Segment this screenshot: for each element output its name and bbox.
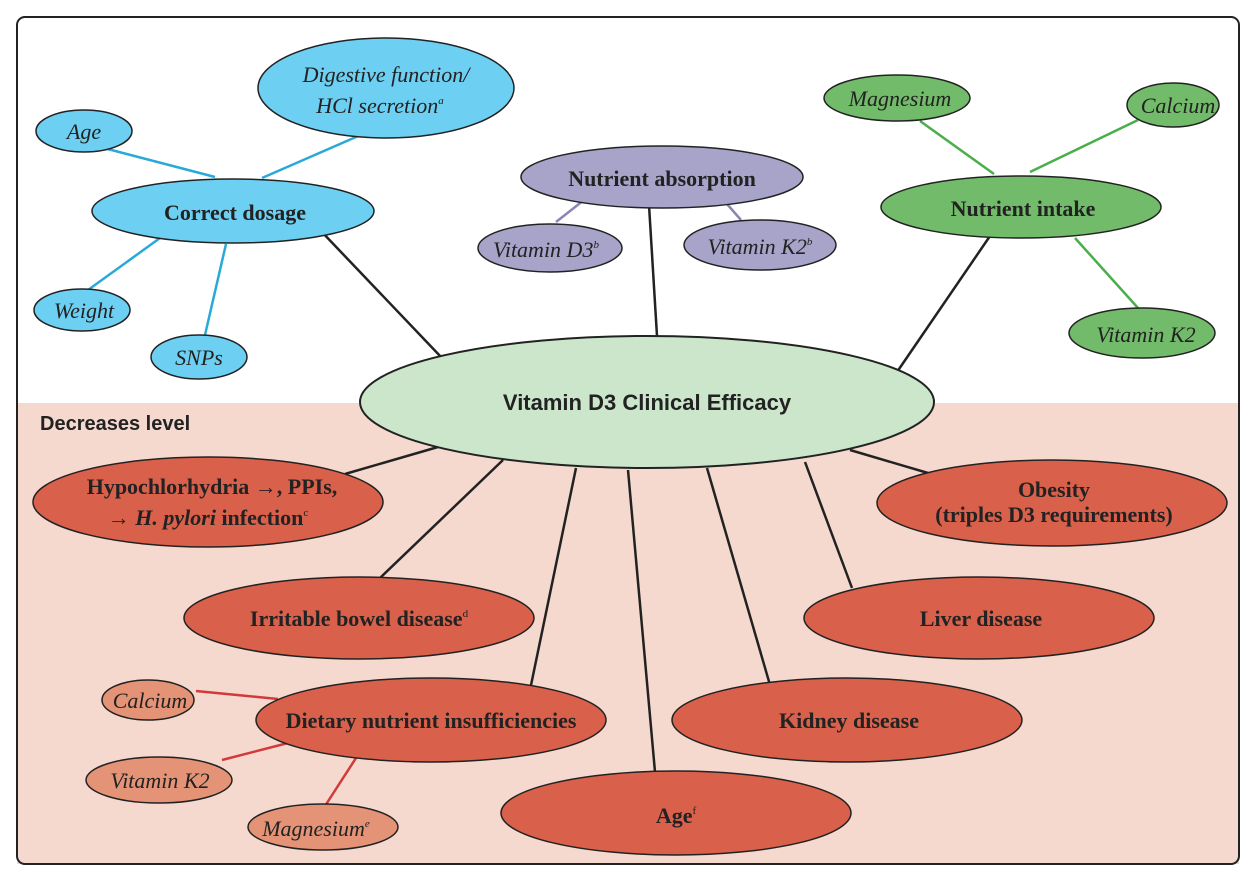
node-dietary-calcium: Calcium bbox=[101, 679, 195, 721]
node-kidney-disease: Kidney disease bbox=[671, 677, 1023, 763]
connector-dietary-k2 bbox=[221, 741, 289, 762]
connector-age-decrease bbox=[626, 469, 657, 773]
weight-label: Weight bbox=[54, 298, 115, 323]
connector-kidney bbox=[705, 467, 772, 686]
connector-liver bbox=[803, 461, 854, 589]
node-intake-vitamin-k2: Vitamin K2 bbox=[1068, 307, 1216, 359]
dietary-magnesium-label: Magnesiume bbox=[261, 816, 370, 841]
node-dietary-magnesium: Magnesiume bbox=[247, 803, 399, 851]
connector-dietary bbox=[528, 467, 578, 691]
hypochlorhydria-line2: → H. pylori infectionc bbox=[108, 505, 309, 530]
connector-dietary-magnesium bbox=[323, 757, 358, 807]
nutrient-intake-label: Nutrient intake bbox=[951, 196, 1096, 221]
node-obesity: Obesity (triples D3 requirements) bbox=[876, 459, 1228, 547]
connector-weight bbox=[87, 236, 161, 292]
node-intake-calcium: Calcium bbox=[1126, 82, 1220, 128]
node-age-decrease: Agef bbox=[500, 770, 852, 856]
node-nutrient-absorption: Nutrient absorption bbox=[520, 145, 804, 209]
node-dietary-vitamin-k2: Vitamin K2 bbox=[85, 756, 233, 804]
digestive-line2: HCl secretiona bbox=[315, 93, 444, 118]
obesity-line2: (triples D3 requirements) bbox=[935, 502, 1172, 527]
dietary-calcium-label: Calcium bbox=[113, 688, 188, 713]
node-weight: Weight bbox=[33, 288, 131, 332]
correct-dosage-label: Correct dosage bbox=[164, 200, 306, 225]
connector-intake-magnesium bbox=[919, 119, 995, 176]
node-snps: SNPs bbox=[150, 334, 248, 380]
connector-digestive bbox=[261, 128, 373, 180]
absorption-vitamin-k2-label: Vitamin K2b bbox=[708, 234, 813, 259]
connector-dietary-calcium bbox=[195, 689, 279, 701]
connector-obesity bbox=[849, 448, 929, 475]
connector-ibd bbox=[379, 459, 504, 579]
ibd-label: Irritable bowel diseased bbox=[250, 606, 469, 631]
dietary-vitamin-k2-label: Vitamin K2 bbox=[110, 768, 209, 793]
connector-absorption-d3 bbox=[555, 199, 585, 223]
connector-hypochlorhydria bbox=[344, 445, 439, 476]
connector-intake-k2 bbox=[1074, 237, 1139, 309]
center-label: Vitamin D3 Clinical Efficacy bbox=[503, 390, 792, 415]
node-hypochlorhydria: Hypochlorhydria →, PPIs, → H. pylori inf… bbox=[32, 456, 384, 548]
intake-magnesium-label: Magnesium bbox=[848, 86, 952, 111]
intake-calcium-label: Calcium bbox=[1141, 93, 1216, 118]
node-correct-dosage: Correct dosage bbox=[91, 178, 375, 244]
node-intake-magnesium: Magnesium bbox=[823, 74, 971, 122]
blue-connectors bbox=[87, 128, 373, 336]
liver-disease-label: Liver disease bbox=[920, 606, 1043, 631]
connector-nutrient-absorption bbox=[647, 204, 659, 337]
connector-intake-calcium bbox=[1029, 118, 1139, 174]
connector-correct-dosage bbox=[319, 229, 443, 359]
green-connectors bbox=[919, 118, 1139, 309]
main-connectors bbox=[319, 204, 992, 773]
node-dietary: Dietary nutrient insufficiencies bbox=[255, 677, 607, 763]
red-connectors bbox=[195, 689, 358, 807]
node-age-dosage: Age bbox=[35, 109, 133, 153]
kidney-disease-label: Kidney disease bbox=[779, 708, 919, 733]
intake-vitamin-k2-label: Vitamin K2 bbox=[1096, 322, 1195, 347]
node-absorption-vitamin-d3: Vitamin D3b bbox=[477, 223, 623, 273]
snps-label: SNPs bbox=[175, 345, 223, 370]
age-dosage-label: Age bbox=[65, 119, 101, 144]
diagram-border bbox=[16, 16, 1240, 865]
absorption-vitamin-d3-label: Vitamin D3b bbox=[493, 237, 599, 262]
node-absorption-vitamin-k2: Vitamin K2b bbox=[683, 219, 837, 271]
obesity-line1: Obesity bbox=[1018, 477, 1090, 502]
purple-connectors bbox=[555, 199, 742, 223]
connector-absorption-k2 bbox=[726, 203, 742, 221]
connector-nutrient-intake bbox=[895, 235, 992, 373]
node-nutrient-intake: Nutrient intake bbox=[880, 175, 1162, 239]
node-center: Vitamin D3 Clinical Efficacy bbox=[359, 335, 935, 469]
dietary-label: Dietary nutrient insufficiencies bbox=[286, 708, 577, 733]
digestive-line1: Digestive function/ bbox=[302, 62, 472, 87]
connector-age bbox=[99, 145, 216, 179]
age-decrease-label: Agef bbox=[656, 803, 697, 828]
decreases-level-label: Decreases level bbox=[40, 413, 190, 435]
nutrient-absorption-label: Nutrient absorption bbox=[568, 166, 756, 191]
node-ibd: Irritable bowel diseased bbox=[183, 576, 535, 660]
connector-snps bbox=[203, 243, 228, 336]
node-liver-disease: Liver disease bbox=[803, 576, 1155, 660]
node-digestive-function: Digestive function/ HCl secretiona bbox=[257, 37, 515, 139]
hypochlorhydria-line1: Hypochlorhydria →, PPIs, bbox=[87, 474, 338, 499]
